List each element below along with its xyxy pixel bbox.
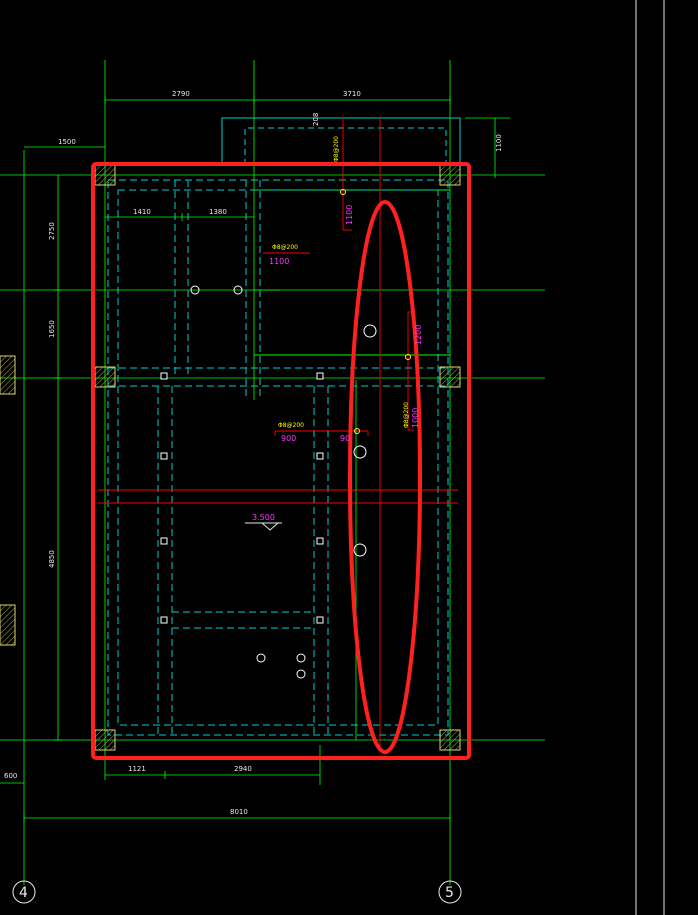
axis-bubble-4 [12,880,36,904]
section-lines [98,118,458,750]
dim-top-right-height: 1100 [495,134,503,152]
markers [340,189,411,434]
column-b1 [94,366,116,388]
axis-bubbles [12,880,462,904]
elevation-symbol [245,522,282,531]
dim-top-left: 2790 [172,90,190,98]
column-b2 [439,366,461,388]
opening-1200-vertical: 1200 [414,325,423,345]
opening-1000-vertical: 1000 [411,408,420,428]
dim-8010: 8010 [230,808,248,816]
axis-bubble-5 [438,880,462,904]
rebar-label-1: Φ8@200 [333,136,340,162]
opening-900: 900 [281,434,296,443]
opening-1100-vertical: 1100 [345,205,354,225]
column-a1 [94,164,116,186]
sheet-border [635,0,665,915]
rebar-label-4: Φ8@200 [403,402,410,428]
elevation-label: 3.500 [252,513,275,522]
highlight-rectangle [91,162,471,760]
dim-1410: 1410 [133,208,151,216]
rebar-label-2: Φ8@200 [272,244,298,251]
dim-top-right: 3710 [343,90,361,98]
highlight-annotations [91,162,471,760]
wall-outlines [107,179,449,736]
column-c1 [94,729,116,751]
dim-2750: 2750 [48,222,56,240]
dim-1380: 1380 [209,208,227,216]
dim-left-offset: 1500 [58,138,76,146]
axis-label-4: 4 [19,885,28,901]
dim-1650: 1650 [48,320,56,338]
dim-1121: 1121 [128,765,146,773]
dim-208: 208 [312,113,320,126]
top-annex [221,117,461,356]
dim-600: 600 [4,772,17,780]
dim-2940: 2940 [234,765,252,773]
posts [160,372,324,624]
column-left-1 [0,355,16,395]
interior-green [254,289,357,740]
holes [190,285,377,679]
axis-label-5: 5 [445,885,454,901]
column-left-2 [0,604,16,646]
opening-90: 90 [340,434,350,443]
dim-4850: 4850 [48,550,56,568]
column-a2 [439,164,461,186]
dimension-lines [0,96,510,822]
rebar-label-3: Φ8@200 [278,422,304,429]
opening-1100-horizontal: 1100 [269,257,289,266]
columns [0,164,461,751]
column-c2 [439,729,461,751]
grid-lines [0,60,545,885]
highlight-ellipse [348,200,422,754]
